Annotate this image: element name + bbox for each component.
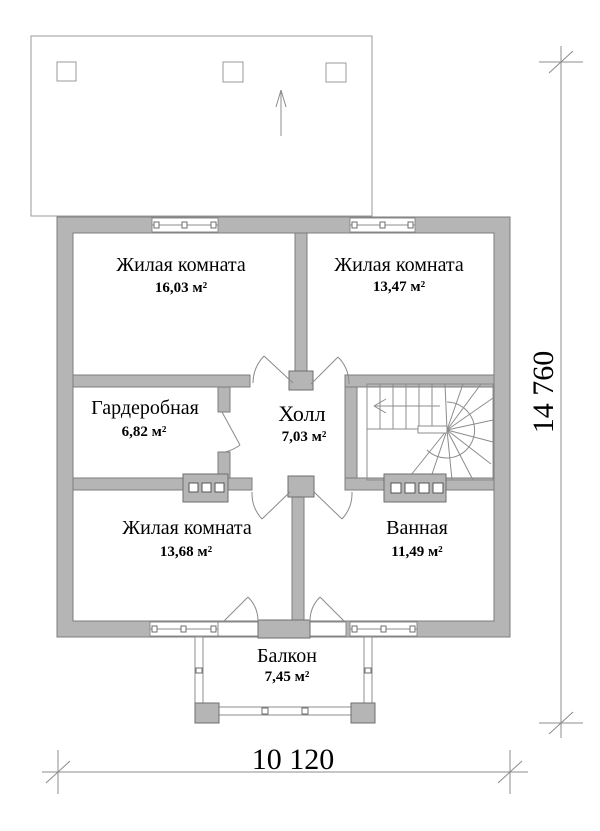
room-area: 7,03 м² [282,429,327,445]
wall-mid-left [72,374,251,388]
roof-outline [30,35,373,217]
window [149,621,219,637]
vent-box [182,473,229,503]
windows [149,217,418,637]
dimension-line-horizontal [42,750,528,794]
chimney [325,62,347,83]
room-area: 6,82 м² [122,424,167,440]
outer-walls [56,216,511,638]
balcony-door-block [257,619,311,639]
wall-bottom-divider [291,489,305,622]
room-area: 13,68 м² [160,544,213,560]
door [252,355,294,384]
window [349,217,416,233]
door-post-bottom [287,475,315,498]
door [221,411,241,453]
window [349,621,418,637]
room-area: 11,49 м² [391,544,443,560]
room-label: Жилая комната [334,254,464,276]
wall-top-divider [294,232,308,374]
door-opening [309,621,347,637]
dimension-line-vertical [539,46,583,738]
room-area: 13,47 м² [373,279,426,295]
balcony-door [217,596,347,639]
room-label: Жилая комната [122,517,252,539]
balcony-post [350,702,376,724]
balcony-post [194,702,220,724]
wall-wardrobe-stub-top [217,386,231,413]
dimension-labels: 10 120 14 760 [252,351,560,776]
room-label: Балкон [257,645,317,667]
roof-rect [30,35,373,217]
balcony-railing [194,636,376,724]
door-post-top [288,370,314,391]
wall-stair-left [344,386,358,479]
north-arrow-icon [275,89,287,136]
room-label: Гардеробная [91,397,199,419]
room-label: Жилая комната [116,254,246,276]
chimney [222,61,244,83]
room-area: 16,03 м² [155,280,208,296]
window [151,217,219,233]
door [313,491,353,520]
room-label: Холл [278,401,325,426]
door [251,491,291,520]
dimension-width-label: 10 120 [252,743,335,776]
vent-box [383,473,447,503]
chimney [56,61,77,82]
door [310,356,350,385]
door-opening [217,621,259,637]
room-area: 7,45 м² [265,669,310,685]
dimension-height-label: 14 760 [527,351,560,434]
staircase [366,383,494,481]
room-label: Ванная [386,517,448,539]
stairs-up-arrow-icon [373,398,440,414]
room-labels: Жилая комната 16,03 м² Жилая комната 13,… [91,254,464,685]
stair-handrail [417,425,448,434]
doors [221,355,353,520]
